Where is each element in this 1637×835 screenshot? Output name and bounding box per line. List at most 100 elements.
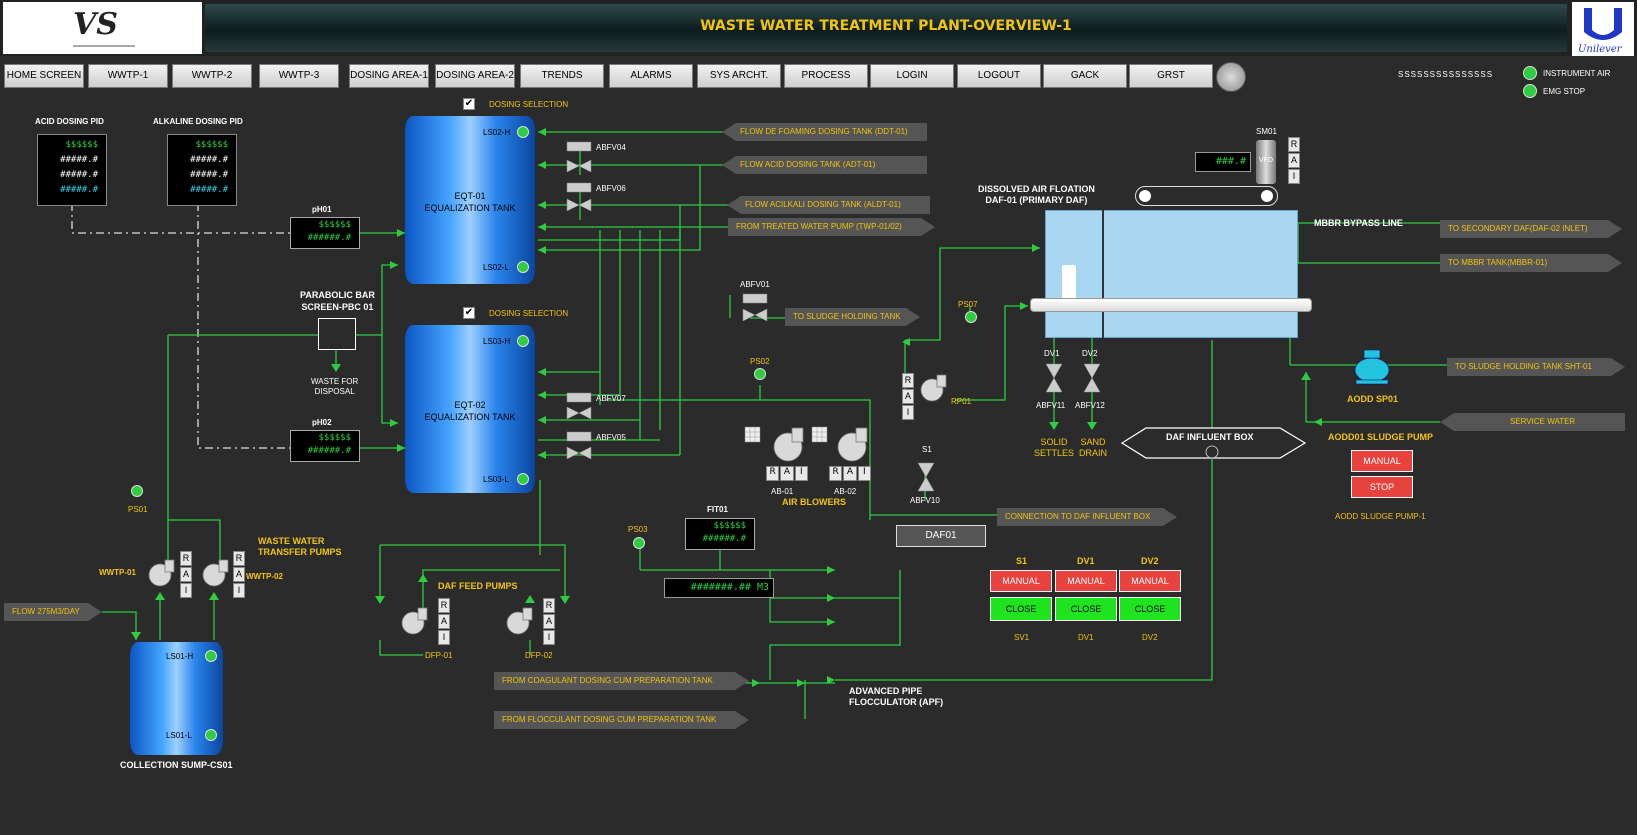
ab01-a[interactable]: A xyxy=(780,466,794,481)
s1-close-button[interactable]: CLOSE xyxy=(990,597,1052,621)
sm01-a[interactable]: A xyxy=(1288,153,1300,168)
aodd-stop-button[interactable]: STOP xyxy=(1351,476,1413,498)
nav-sys-archt[interactable]: SYS ARCHT. xyxy=(697,64,781,88)
dfp01-a[interactable]: A xyxy=(438,614,450,629)
apf-label: ADVANCED PIPE FLOCCULATOR (APF) xyxy=(849,686,944,707)
wwtp02-i[interactable]: I xyxy=(233,583,245,598)
emg-stop-indicator xyxy=(1523,84,1537,98)
rp01-r[interactable]: R xyxy=(902,373,914,388)
s1-manual-button[interactable]: MANUAL xyxy=(990,570,1052,592)
dfp01-r[interactable]: R xyxy=(438,598,450,613)
dfp02-pump-icon xyxy=(506,611,530,635)
alkaline-pid-cv: #####.# xyxy=(172,185,232,198)
dv2-close-button[interactable]: CLOSE xyxy=(1119,597,1181,621)
instrument-air-label: INSTRUMENT AIR xyxy=(1543,69,1611,78)
mbbr-bypass-label: MBBR BYPASS LINE xyxy=(1314,218,1403,228)
bar-screen-box[interactable] xyxy=(318,318,356,350)
wwtp01-a[interactable]: A xyxy=(180,567,192,582)
ab01-rai[interactable]: R A I xyxy=(766,466,808,481)
waste-disposal-label: WASTE FOR DISPOSAL xyxy=(311,377,359,396)
nav-grst[interactable]: GRST xyxy=(1129,64,1213,88)
eqt01-ls-high-label: LS02-H xyxy=(483,128,511,137)
wwtp02-label: WWTP-02 xyxy=(246,572,283,581)
dosing-selection-label-1: DOSING SELECTION xyxy=(489,100,569,109)
alarm-horn-icon[interactable] xyxy=(1216,62,1246,92)
dv1-close-button[interactable]: CLOSE xyxy=(1055,597,1117,621)
nav-logout[interactable]: LOGOUT xyxy=(957,64,1041,88)
dfp02-r[interactable]: R xyxy=(543,598,555,613)
eqt01-ls-low-label: LS02-L xyxy=(483,263,509,272)
abfv07-actuator-icon xyxy=(566,392,592,403)
dv1-manual-button[interactable]: MANUAL xyxy=(1055,570,1117,592)
rp01-a[interactable]: A xyxy=(902,389,914,404)
rp01-i[interactable]: I xyxy=(902,405,914,420)
ab02-r[interactable]: R xyxy=(829,466,843,481)
nav-dosing-area-2[interactable]: DOSING AREA-2 xyxy=(435,64,515,88)
sm01-r[interactable]: R xyxy=(1288,137,1300,152)
flow-from-coagulant: FROM COAGULANT DOSING CUM PREPARATION TA… xyxy=(494,672,749,690)
acid-pid-out: #####.# xyxy=(42,170,102,183)
nav-login[interactable]: LOGIN xyxy=(870,64,954,88)
sand-drain-label: SAND DRAIN xyxy=(1079,437,1108,458)
ps03-label: PS03 xyxy=(628,525,648,534)
vs-logo-icon: VS xyxy=(68,5,138,47)
daf-title: DISSOLVED AIR FLOATION DAF-01 (PRIMARY D… xyxy=(978,184,1095,205)
alkaline-pid-out: #####.# xyxy=(172,170,232,183)
ab01-i[interactable]: I xyxy=(794,466,808,481)
ps01-label: PS01 xyxy=(128,505,148,514)
nav-home-screen[interactable]: HOME SCREEN xyxy=(4,64,84,88)
nav-trends[interactable]: TRENDS xyxy=(520,64,604,88)
acid-pid-sp: $$$$$$ xyxy=(42,140,102,153)
eqt01-tank[interactable] xyxy=(405,116,535,284)
nav-dosing-area-1[interactable]: DOSING AREA-1 xyxy=(349,64,429,88)
dosing-selection-checkbox-2[interactable]: ✔ xyxy=(463,307,475,319)
mode-dv2-title: DV2 xyxy=(1141,556,1159,566)
nav-alarms[interactable]: ALARMS xyxy=(609,64,693,88)
dv2-manual-button[interactable]: MANUAL xyxy=(1119,570,1181,592)
page-title: WASTE WATER TREATMENT PLANT-OVERVIEW-1 xyxy=(700,18,1072,34)
dosing-selection-checkbox-1[interactable]: ✔ xyxy=(463,98,475,110)
nav-process[interactable]: PROCESS xyxy=(784,64,868,88)
aodd-sp01-label: AODD SP01 xyxy=(1347,394,1399,404)
nav-wwtp-3[interactable]: WWTP-3 xyxy=(259,64,339,88)
daf-tank[interactable] xyxy=(1045,210,1298,338)
wwtp02-r[interactable]: R xyxy=(233,551,245,566)
eqt02-tank[interactable] xyxy=(405,325,535,493)
acid-dosing-pid-display[interactable]: $$$$$$ #####.# #####.# #####.# xyxy=(37,134,107,206)
wwtp02-a[interactable]: A xyxy=(233,567,245,582)
dfp01-i[interactable]: I xyxy=(438,630,450,645)
sump-ls-low-indicator xyxy=(205,729,217,741)
dfp02-i[interactable]: I xyxy=(543,630,555,645)
sm01-motor-icon[interactable]: VFD xyxy=(1256,140,1276,184)
mode-dv1-title: DV1 xyxy=(1077,556,1095,566)
alkaline-pid-pv: #####.# xyxy=(172,155,232,168)
daf01-button[interactable]: DAF01 xyxy=(896,525,986,547)
ab02-a[interactable]: A xyxy=(843,466,857,481)
ab02-i[interactable]: I xyxy=(857,466,871,481)
dfp02-a[interactable]: A xyxy=(543,614,555,629)
aodd-manual-button[interactable]: MANUAL xyxy=(1351,450,1413,472)
nav-gack[interactable]: GACK xyxy=(1043,64,1127,88)
ps07-indicator xyxy=(965,311,977,323)
alkaline-dosing-pid-display[interactable]: $$$$$$ #####.# #####.# #####.# xyxy=(167,134,237,206)
ab01-r[interactable]: R xyxy=(766,466,780,481)
ab02-rai[interactable]: R A I xyxy=(829,466,871,481)
alkaline-pid-sp: $$$$$$ xyxy=(172,140,232,153)
wwtp01-r[interactable]: R xyxy=(180,551,192,566)
fit01-value: ######.# xyxy=(688,534,750,546)
nav-wwtp-2[interactable]: WWTP-2 xyxy=(172,64,252,88)
eqt01-ls-low-indicator xyxy=(517,261,529,273)
nav-wwtp-1[interactable]: WWTP-1 xyxy=(88,64,168,88)
ph01-display: $$$$$$ ######.# xyxy=(290,217,360,249)
mode-s1-foot: SV1 xyxy=(1014,633,1030,642)
abfv01-valve-icon xyxy=(742,308,756,322)
eqt02-ls-high-label: LS03-H xyxy=(483,337,511,346)
wwtp01-i[interactable]: I xyxy=(180,583,192,598)
sm01-i[interactable]: I xyxy=(1288,169,1300,184)
